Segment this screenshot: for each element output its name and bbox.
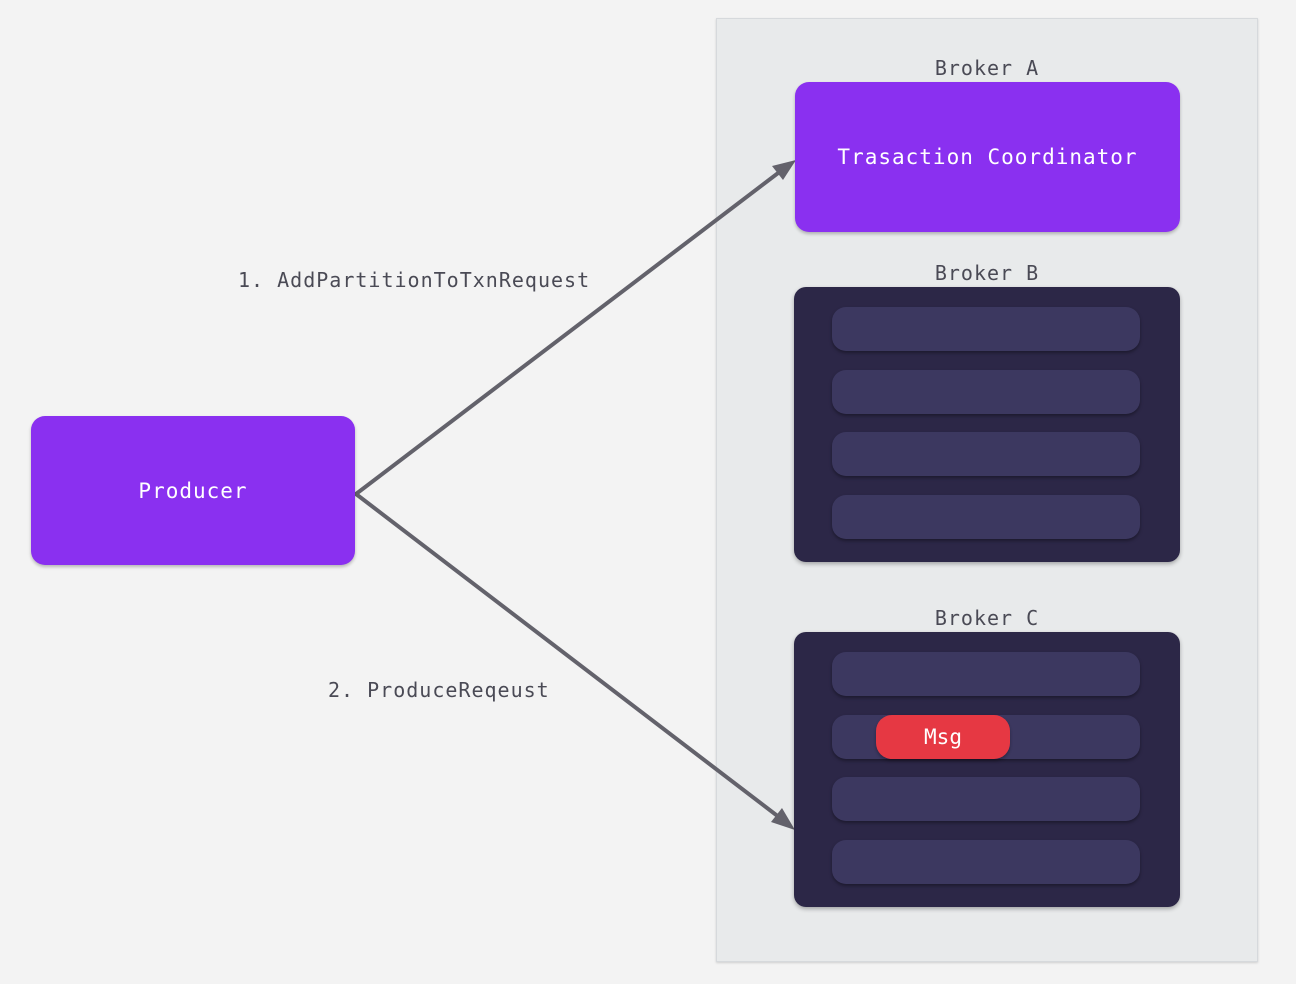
broker-b-partition xyxy=(832,307,1140,351)
add-partition-request-label: 1. AddPartitionToTxnRequest xyxy=(238,268,591,292)
message-label: Msg xyxy=(924,725,962,749)
produce-request-arrow xyxy=(354,492,790,826)
produce-request-arrowhead xyxy=(771,808,795,830)
broker-c-node: Msg xyxy=(794,632,1180,907)
broker-c-partition xyxy=(832,840,1140,884)
add-partition-arrowhead xyxy=(772,160,796,180)
produce-request-label: 2. ProduceReqeust xyxy=(328,678,550,702)
broker-c-partition xyxy=(832,777,1140,821)
producer-label: Producer xyxy=(138,478,248,503)
producer-node: Producer xyxy=(31,416,355,565)
broker-b-node xyxy=(794,287,1180,562)
broker-b-label: Broker B xyxy=(934,261,1040,285)
broker-a-label: Broker A xyxy=(934,56,1040,80)
message-chip: Msg xyxy=(876,715,1010,759)
add-partition-arrow xyxy=(354,162,792,496)
broker-c-label: Broker C xyxy=(934,606,1040,630)
transaction-coordinator-label: Trasaction Coordinator xyxy=(837,145,1138,169)
broker-b-partition xyxy=(832,495,1140,539)
transaction-coordinator-node: Trasaction Coordinator xyxy=(795,82,1180,232)
broker-b-partition xyxy=(832,432,1140,476)
broker-c-partition xyxy=(832,652,1140,696)
broker-b-partition xyxy=(832,370,1140,414)
